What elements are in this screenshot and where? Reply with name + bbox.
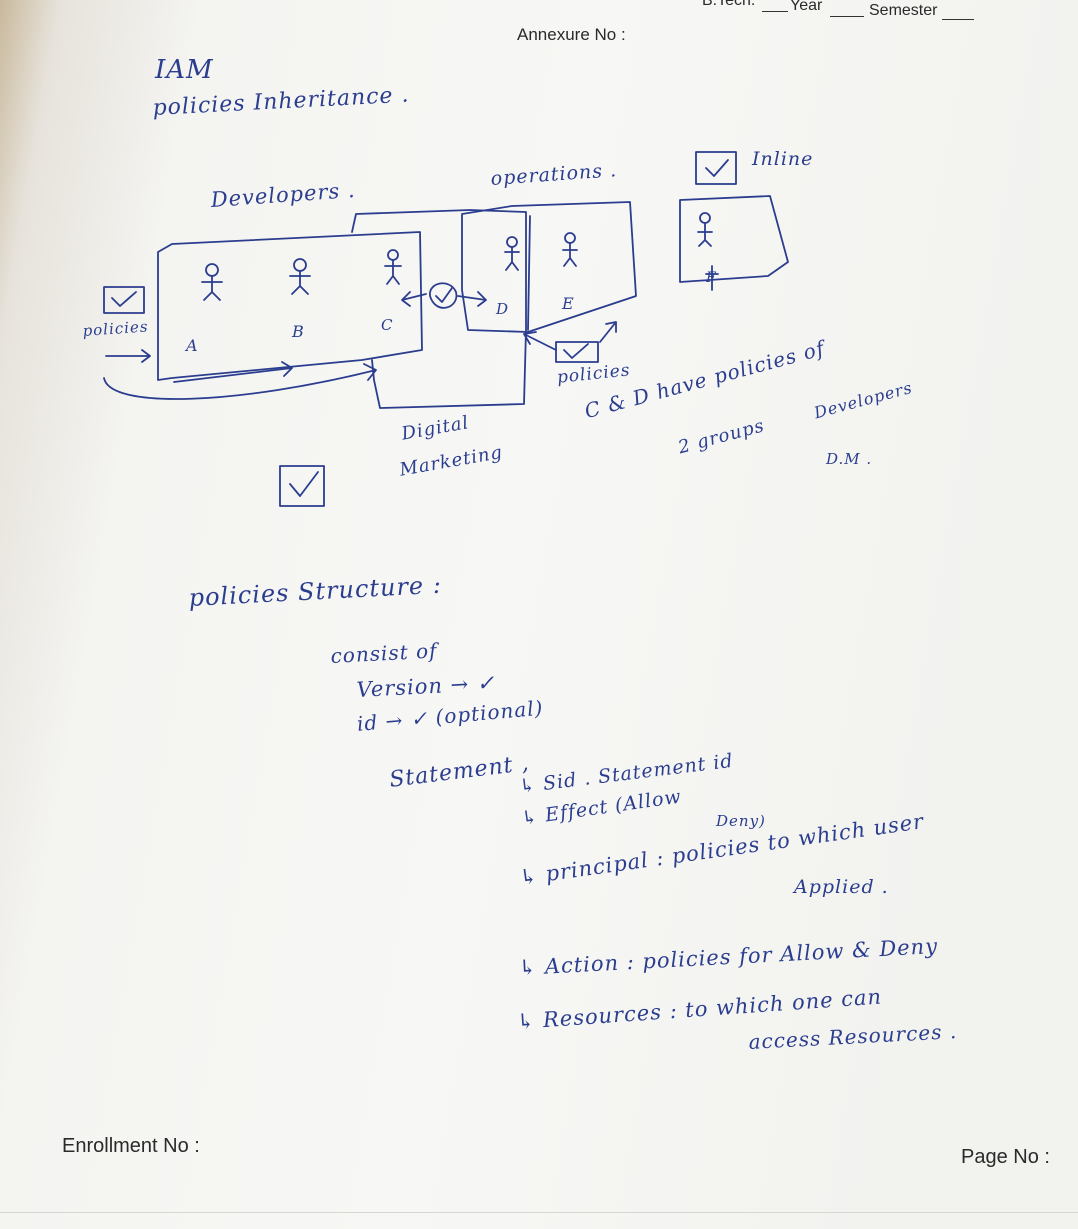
header-semester: Semester xyxy=(869,2,938,19)
digital-checkbox xyxy=(279,465,325,507)
digital-marketing-group-box xyxy=(351,209,527,409)
user-d-label: D xyxy=(496,300,510,318)
developers-group-box xyxy=(157,231,423,381)
page-no-label: Page No : xyxy=(961,1146,1050,1168)
operations-policy-arrow xyxy=(523,331,557,351)
inline-user-box xyxy=(679,195,789,283)
enrollment-label: Enrollment No : xyxy=(62,1135,200,1157)
user-d-figure xyxy=(504,236,520,271)
arrow-to-c xyxy=(401,291,427,307)
header-course-line xyxy=(762,11,788,12)
user-c-figure xyxy=(384,249,402,285)
user-c-label: C xyxy=(381,316,394,334)
policy-arrow-left xyxy=(105,349,151,363)
page-bottom-rule xyxy=(0,1212,1078,1213)
header-course: B.Tech. xyxy=(702,0,756,9)
policy-checkbox-middle xyxy=(429,282,458,309)
operations-group-box xyxy=(461,201,637,333)
user-b-label: B xyxy=(292,322,305,341)
notes-title: IAM xyxy=(155,55,214,85)
user-f-label: F xyxy=(706,270,717,286)
user-f-figure xyxy=(697,212,713,247)
inline-link xyxy=(705,265,719,291)
effect-deny: Deny) xyxy=(716,812,766,830)
user-a-figure xyxy=(201,263,223,301)
header-year: Year xyxy=(790,0,823,14)
user-e-figure xyxy=(562,232,578,267)
user-b-figure xyxy=(289,258,311,295)
policy-sweep-arrow xyxy=(103,363,377,400)
annexure-label: Annexure No : xyxy=(517,25,626,44)
policy-checkbox-operations xyxy=(555,341,599,363)
note-line-3: D.M . xyxy=(826,450,873,468)
header-year-line xyxy=(830,16,864,17)
developers-inner-arrow xyxy=(173,361,293,383)
principal-line-2: Applied . xyxy=(794,876,889,898)
policy-checkbox-left xyxy=(103,286,145,314)
operations-policy-arrow-2 xyxy=(599,321,617,343)
label-inline: Inline xyxy=(752,148,814,170)
arrow-to-d xyxy=(457,291,487,307)
user-e-label: E xyxy=(562,294,575,313)
user-a-label: A xyxy=(186,336,199,355)
inline-checkbox xyxy=(695,151,737,185)
header-semester-line xyxy=(942,19,974,20)
